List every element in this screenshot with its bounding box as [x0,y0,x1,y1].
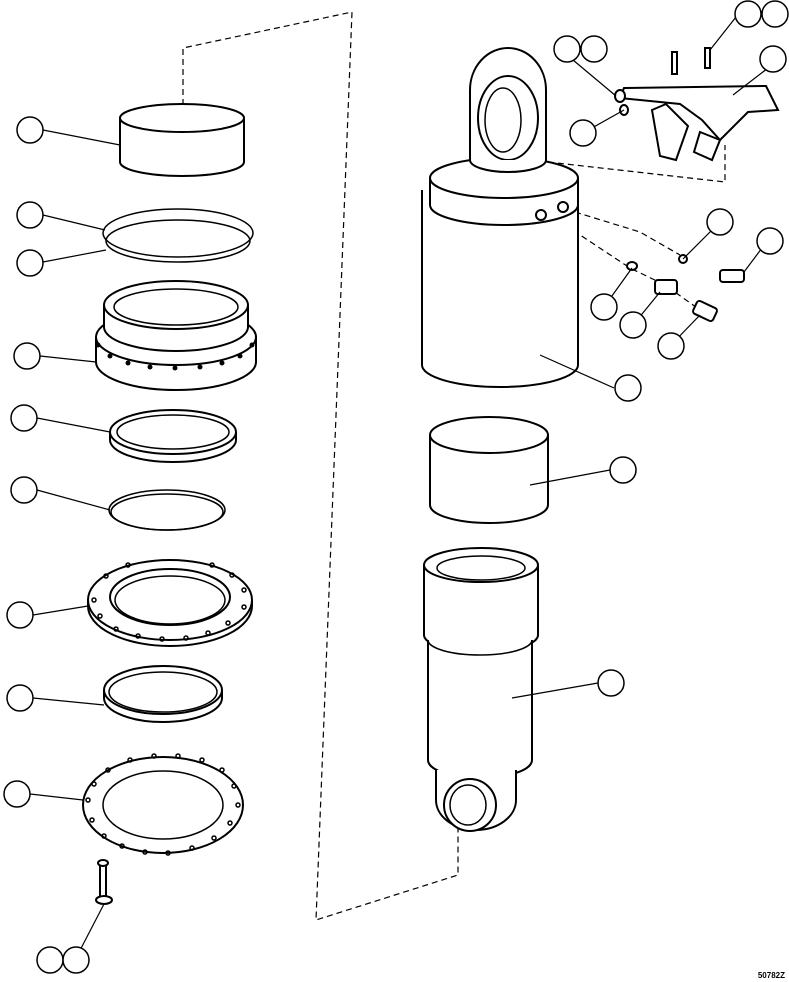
wear-ring-outer [102,208,254,258]
drawing-reference-code: 50782Z [757,971,785,980]
callout-bubble [761,0,789,28]
callouts [3,0,789,974]
gland-head [95,280,257,391]
rod-seal [103,665,223,723]
callout-bubble [16,249,44,277]
cap-screw-washer [95,859,113,905]
callout-bubble [657,332,685,360]
callout-bubble [10,476,38,504]
callout-bubble [16,116,44,144]
callout-bubble [706,208,734,236]
assembly-guide-lines [182,11,726,921]
callout-bubble [590,293,618,321]
guard-bracket [614,47,780,162]
callout-bubble [36,946,64,974]
relief-valve [692,299,718,323]
callout-bubble [13,342,41,370]
wear-ring-inner [105,219,251,263]
callout-bubble [756,227,784,255]
retaining-flange [87,559,253,647]
grease-fitting [626,254,745,295]
callout-bubble [553,35,581,63]
callout-bubble [614,374,642,402]
callout-bubble [10,404,38,432]
barrel-sleeve [429,416,549,524]
callout-bubble [597,669,625,697]
callout-bubble [619,311,647,339]
upper-bushing [119,103,245,177]
callout-bubble [569,119,597,147]
callout-bubble [3,780,31,808]
callout-bubble [62,946,90,974]
piston-seal [109,409,237,463]
callout-bubble [609,456,637,484]
flange-plate [82,753,244,856]
cylinder-barrel [421,47,579,388]
piston-rod [423,547,539,832]
callout-bubble [16,201,44,229]
callout-bubble [580,35,608,63]
callout-bubble [759,45,787,73]
callout-bubble [734,0,762,28]
callout-bubble [6,684,34,712]
callout-bubble [6,601,34,629]
o-ring [108,489,226,531]
